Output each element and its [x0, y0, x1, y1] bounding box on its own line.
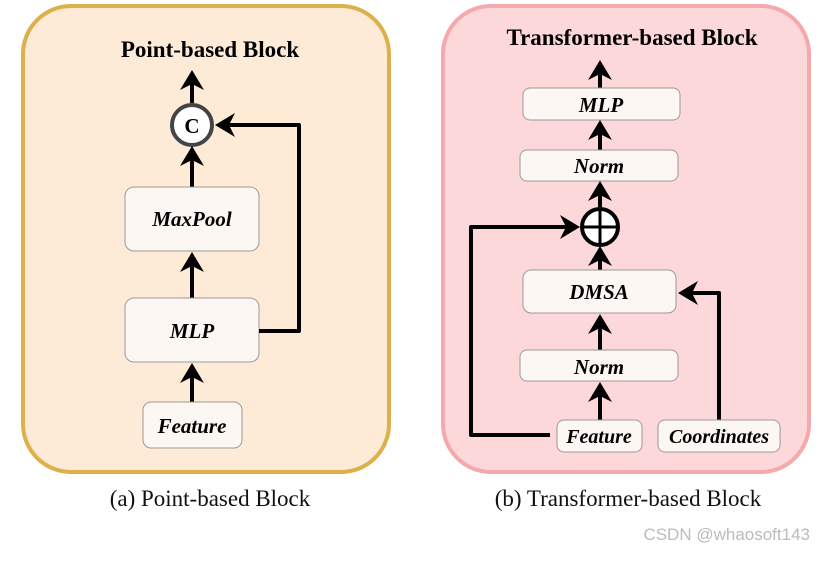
norm-top-label: Norm: [573, 154, 624, 178]
coordinates-connection: [678, 281, 721, 420]
coordinates-box: [657, 419, 781, 453]
dmsa-label: DMSA: [568, 280, 629, 304]
panel-b-title: Transformer-based Block: [506, 25, 757, 50]
panel-b-caption: (b) Transformer-based Block: [495, 486, 762, 511]
feature-box: [142, 401, 243, 449]
maxpool-box: [124, 186, 260, 252]
panel-transformer-based-block: Transformer-based Block MLP Norm DMSA No…: [441, 4, 811, 511]
mlp-label: MLP: [169, 319, 215, 343]
residual-connection: [469, 215, 580, 437]
norm-bottom-label: Norm: [573, 355, 624, 379]
panel-a-title: Point-based Block: [121, 37, 299, 62]
panel-a-caption: (a) Point-based Block: [110, 486, 311, 511]
panel-b-background: [441, 4, 811, 474]
watermark: CSDN @whaosoft143: [643, 525, 810, 544]
skip-connection: [215, 113, 301, 333]
panel-point-based-block: Point-based Block C MaxPool MLP Feature …: [21, 4, 391, 511]
mlp-label: MLP: [578, 93, 624, 117]
feature-label: Feature: [565, 426, 632, 448]
concat-symbol: C: [184, 114, 199, 138]
coordinates-label: Coordinates: [669, 426, 769, 448]
feature-box: [556, 419, 643, 453]
circle-plus-icon: [580, 207, 620, 247]
feature-label: Feature: [157, 414, 227, 438]
maxpool-label: MaxPool: [151, 207, 232, 231]
concat-node: [170, 103, 214, 147]
dmsa-box: [522, 269, 677, 314]
norm-bottom-box: [519, 349, 679, 382]
